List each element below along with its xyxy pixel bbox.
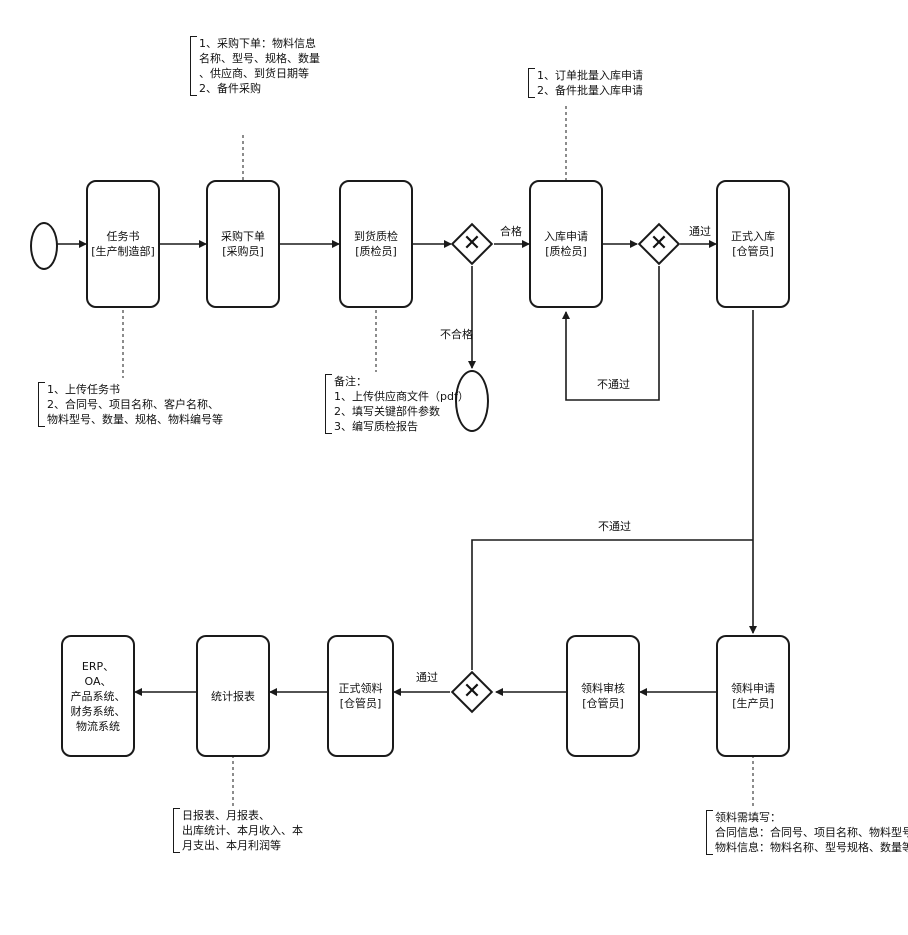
node-formal-issue-line1: 正式领料 xyxy=(339,681,383,696)
node-stock-in-apply[interactable]: 入库申请 [质检员] xyxy=(529,180,603,308)
exclusive-gateway-x-icon: ✕ xyxy=(451,223,493,265)
gateway-stock-in-approval: ✕ xyxy=(638,223,680,265)
note-inspection-line1: 备注： xyxy=(334,374,469,389)
node-formal-stock-in-line2: [仓管员] xyxy=(732,244,774,259)
node-material-review-line1: 领料审核 xyxy=(581,681,625,696)
note-material-line3: 物料信息：物料名称、型号规格、数量等 xyxy=(715,840,908,855)
node-stock-in-apply-line1: 入库申请 xyxy=(544,229,588,244)
note-purchase: 1、采购下单：物料信息 名称、型号、规格、数量 、供应商、到货日期等 2、备件采… xyxy=(190,36,320,96)
node-task-book-line1: 任务书 xyxy=(107,229,140,244)
node-stock-in-apply-line2: [质检员] xyxy=(545,244,587,259)
note-stats-line3: 月支出、本月利润等 xyxy=(182,838,303,853)
edge-label-pass-stock-in: 通过 xyxy=(689,225,711,239)
edge-label-qualified: 合格 xyxy=(500,225,522,239)
node-formal-issue[interactable]: 正式领料 [仓管员] xyxy=(327,635,394,757)
node-stats-report-line1: 统计报表 xyxy=(211,689,255,704)
note-purchase-line1: 1、采购下单：物料信息 xyxy=(199,36,320,51)
note-stats: 日报表、月报表、 出库统计、本月收入、本 月支出、本月利润等 xyxy=(173,808,303,853)
note-inspection-line4: 3、编写质检报告 xyxy=(334,419,469,434)
edge-label-fail-review: 不通过 xyxy=(598,520,631,534)
node-purchase-order-line2: [采购员] xyxy=(222,244,264,259)
node-systems-line1: ERP、 xyxy=(82,659,114,674)
note-material-line1: 领料需填写： xyxy=(715,810,908,825)
node-systems-line3: 产品系统、 xyxy=(71,689,126,704)
note-inspection-line2: 1、上传供应商文件（pdf） xyxy=(334,389,469,404)
note-stats-line1: 日报表、月报表、 xyxy=(182,808,303,823)
exclusive-gateway-x-icon: ✕ xyxy=(451,671,493,713)
node-systems-line2: OA、 xyxy=(85,674,112,689)
node-arrival-inspection-line2: [质检员] xyxy=(355,244,397,259)
node-purchase-order[interactable]: 采购下单 [采购员] xyxy=(206,180,280,308)
node-material-review[interactable]: 领料审核 [仓管员] xyxy=(566,635,640,757)
node-systems-line5: 物流系统 xyxy=(76,719,120,734)
note-stock-in-line2: 2、备件批量入库申请 xyxy=(537,83,643,98)
note-purchase-line2: 名称、型号、规格、数量 xyxy=(199,51,320,66)
gateway-material-review: ✕ xyxy=(451,671,493,713)
note-inspection-line3: 2、填写关键部件参数 xyxy=(334,404,469,419)
node-material-request[interactable]: 领料申请 [生产员] xyxy=(716,635,790,757)
note-stock-in: 1、订单批量入库申请 2、备件批量入库申请 xyxy=(528,68,643,98)
node-formal-issue-line2: [仓管员] xyxy=(340,696,382,711)
edge-label-pass-issue: 通过 xyxy=(416,671,438,685)
note-purchase-line3: 、供应商、到货日期等 xyxy=(199,66,320,81)
node-formal-stock-in[interactable]: 正式入库 [仓管员] xyxy=(716,180,790,308)
note-task-book-line2: 2、合同号、项目名称、客户名称、 xyxy=(47,397,223,412)
node-systems[interactable]: ERP、 OA、 产品系统、 财务系统、 物流系统 xyxy=(61,635,135,757)
note-stats-line2: 出库统计、本月收入、本 xyxy=(182,823,303,838)
exclusive-gateway-x-icon: ✕ xyxy=(638,223,680,265)
gateway-inspection-result: ✕ xyxy=(451,223,493,265)
note-inspection: 备注： 1、上传供应商文件（pdf） 2、填写关键部件参数 3、编写质检报告 xyxy=(325,374,469,434)
node-task-book-line2: [生产制造部] xyxy=(91,244,155,259)
node-material-review-line2: [仓管员] xyxy=(582,696,624,711)
node-material-request-line2: [生产员] xyxy=(732,696,774,711)
node-task-book[interactable]: 任务书 [生产制造部] xyxy=(86,180,160,308)
note-material: 领料需填写： 合同信息：合同号、项目名称、物料型号 物料信息：物料名称、型号规格… xyxy=(706,810,908,855)
node-formal-stock-in-line1: 正式入库 xyxy=(731,229,775,244)
note-purchase-line4: 2、备件采购 xyxy=(199,81,320,96)
node-purchase-order-line1: 采购下单 xyxy=(221,229,265,244)
edge-label-unqualified: 不合格 xyxy=(440,328,473,342)
node-arrival-inspection-line1: 到货质检 xyxy=(354,229,398,244)
node-arrival-inspection[interactable]: 到货质检 [质检员] xyxy=(339,180,413,308)
note-task-book-line1: 1、上传任务书 xyxy=(47,382,223,397)
note-task-book-line3: 物料型号、数量、规格、物料编号等 xyxy=(47,412,223,427)
node-material-request-line1: 领料申请 xyxy=(731,681,775,696)
note-task-book: 1、上传任务书 2、合同号、项目名称、客户名称、 物料型号、数量、规格、物料编号… xyxy=(38,382,223,427)
node-stats-report[interactable]: 统计报表 xyxy=(196,635,270,757)
note-stock-in-line1: 1、订单批量入库申请 xyxy=(537,68,643,83)
edge-label-fail-stock-in: 不通过 xyxy=(597,378,630,392)
start-event xyxy=(30,222,58,270)
note-material-line2: 合同信息：合同号、项目名称、物料型号 xyxy=(715,825,908,840)
node-systems-line4: 财务系统、 xyxy=(71,704,126,719)
